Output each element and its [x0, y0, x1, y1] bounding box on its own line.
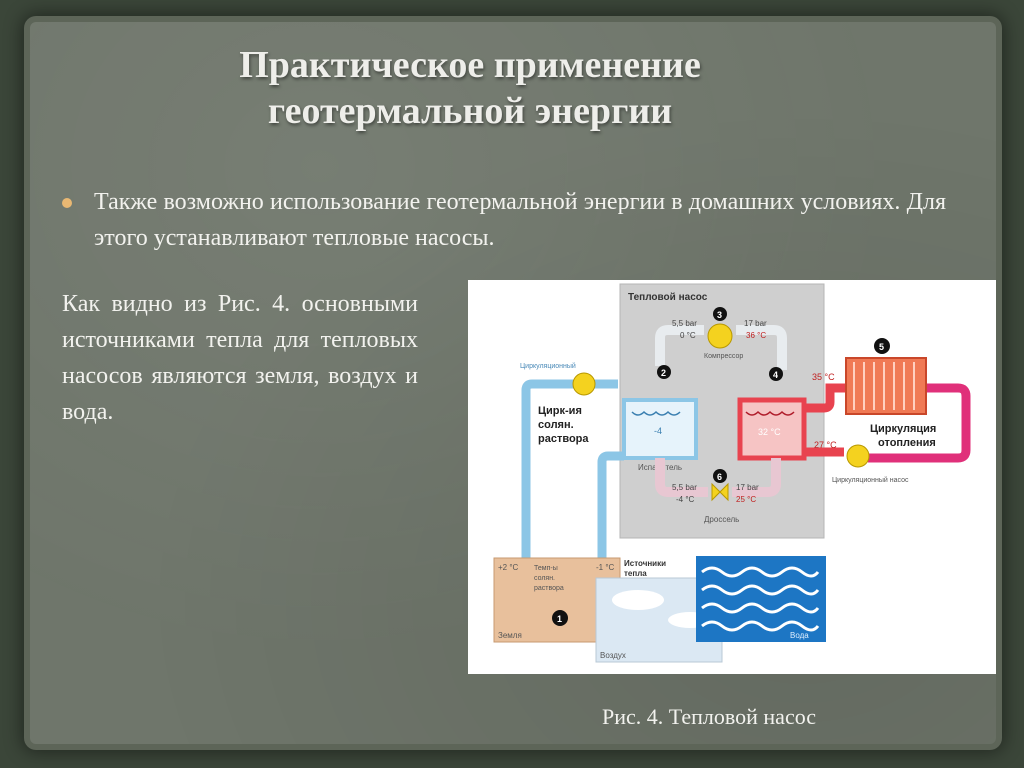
circ-pump-left-label: Циркуляционный — [520, 362, 576, 370]
throttle-label: Дроссель — [704, 515, 739, 524]
marker-4 — [769, 367, 783, 381]
slide-title: Практическое применение геотермальной эн… — [120, 42, 820, 134]
refrigerant-bottom-pipe — [655, 458, 781, 497]
marker-4-text: 4 — [773, 370, 778, 380]
pressure-high-top: 17 bar — [744, 319, 767, 328]
heating-feed-pipe — [804, 383, 848, 457]
temp-cond-out: 25 °C — [736, 495, 756, 504]
heating-loop-line2: отопления — [878, 437, 936, 449]
brine-temp-line2: солян. — [534, 575, 555, 582]
temp-return: 27 °C — [814, 440, 837, 450]
air-label: Воздух — [600, 651, 626, 660]
refrigerant-top-pipe — [655, 325, 787, 370]
water-label: Вода — [790, 631, 809, 640]
heating-loop-line1: Циркуляция — [870, 423, 936, 435]
heating-loop-pipe — [868, 383, 971, 463]
heat-pump-box-title: Тепловой насос — [628, 292, 708, 303]
heat-pump-diagram: Тепловой насос 5,5 bar 0 °C 17 bar 36 °C… — [493, 283, 971, 663]
compressor-icon — [707, 323, 733, 349]
marker-1 — [552, 610, 568, 626]
circ-pump-right-label: Циркуляционный насос — [832, 476, 909, 484]
brine-temp-line1: Темп-ы — [534, 565, 558, 572]
pressure-high-bottom: 17 bar — [736, 483, 759, 492]
heat-pump-figure: Тепловой насос 5,5 bar 0 °C 17 bar 36 °C… — [468, 280, 996, 674]
bullet-item: Также возможно использование геотермальн… — [62, 184, 946, 256]
earth-temp-left: +2 °C — [498, 563, 519, 572]
brine-loop-pipe — [521, 379, 624, 595]
temp-condenser: 32 °C — [758, 427, 781, 437]
title-line-1: Практическое применение — [239, 44, 701, 86]
temp-supply: 35 °C — [812, 372, 835, 382]
bullet-text: Также возможно использование геотермальн… — [94, 189, 946, 251]
brine-loop-line3: раствора — [538, 433, 589, 445]
brine-loop-line2: солян. — [538, 419, 574, 431]
pressure-low-bottom: 5,5 bar — [672, 483, 697, 492]
marker-6-text: 6 — [717, 472, 722, 482]
marker-5 — [874, 338, 890, 354]
cloud-icon — [612, 590, 664, 610]
marker-3-text: 3 — [717, 310, 722, 320]
title-line-2: геотермальной энергии — [267, 90, 673, 132]
marker-2 — [657, 365, 671, 379]
compressor-label: Компрессор — [704, 353, 743, 360]
temp-evap-out: 0 °C — [680, 331, 696, 340]
earth-label: Земля — [498, 631, 522, 640]
radiator-fins — [853, 362, 915, 410]
marker-2-text: 2 — [661, 368, 666, 378]
sources-line2: тепла — [624, 569, 647, 578]
evaporator-wave — [631, 410, 681, 416]
sources-line1: Источники — [624, 559, 666, 568]
temp-comp-out: 36 °C — [746, 331, 766, 340]
marker-1-text: 1 — [557, 614, 562, 624]
body-paragraph: Как видно из Рис. 4. основными источника… — [62, 291, 418, 425]
water-waves-icon — [701, 566, 820, 632]
earth-temp-right: -1 °C — [596, 563, 615, 572]
radiator-icon — [845, 357, 927, 415]
circulation-pump-right-icon — [846, 444, 870, 468]
condenser-wave — [745, 410, 795, 416]
circulation-pump-left-icon — [572, 372, 596, 396]
temp-evaporator: -4 — [654, 426, 662, 436]
throttle-valve-icon — [711, 482, 729, 502]
marker-6 — [713, 469, 727, 483]
temp-throttle-out: -4 °C — [676, 495, 695, 504]
figure-caption: Рис. 4. Тепловой насос — [602, 704, 817, 729]
brine-loop-line1: Цирк-ия — [538, 405, 582, 417]
marker-3 — [713, 307, 727, 321]
marker-5-text: 5 — [879, 342, 884, 352]
brine-temp-line3: раствора — [534, 585, 564, 592]
pressure-low-top: 5,5 bar — [672, 319, 697, 328]
bullet-marker — [62, 198, 72, 208]
